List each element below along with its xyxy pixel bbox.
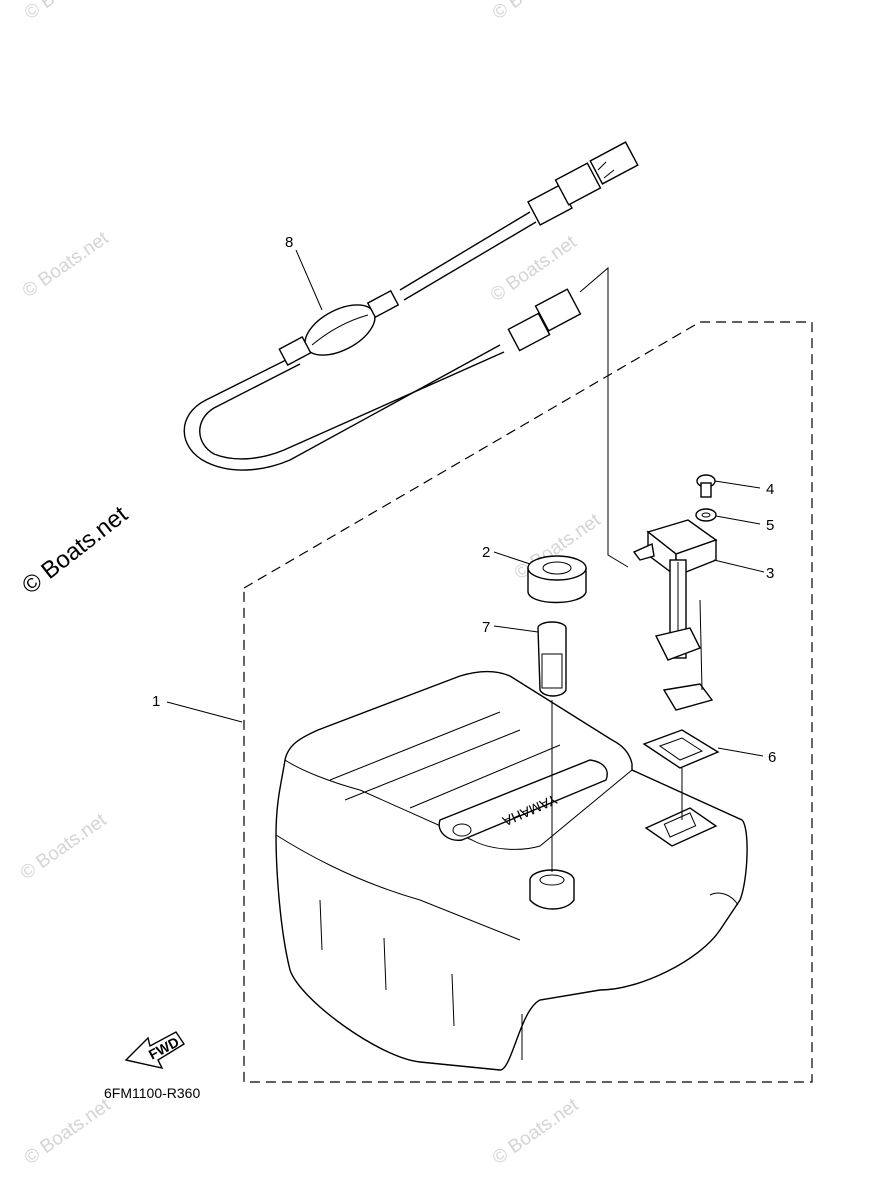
assembly-boundary — [243, 321, 813, 1083]
watermark-text: © Boats.net — [21, 0, 115, 24]
callout-6: 6 — [768, 749, 776, 766]
watermark-text: © Boats.net — [19, 227, 113, 302]
callout-1: 1 — [152, 693, 160, 710]
leader-lines — [166, 249, 765, 757]
diagram-code: 6FM1100-R360 — [104, 1085, 200, 1101]
fuel-cap — [527, 555, 587, 604]
callout-4: 4 — [766, 481, 774, 498]
watermark-text: © Boats.net — [21, 1094, 115, 1169]
fuel-gauge — [632, 519, 718, 711]
callout-7: 7 — [482, 619, 490, 636]
screw — [696, 474, 716, 498]
callout-3: 3 — [766, 565, 774, 582]
watermark-text: © Boats.net — [17, 809, 111, 884]
fuel-hose-assembly — [183, 141, 639, 568]
callout-2: 2 — [482, 544, 490, 561]
fwd-arrow-icon: FWD — [124, 1031, 185, 1070]
fuel-tank: YAMAHA — [275, 670, 748, 1071]
callout-5: 5 — [766, 517, 774, 534]
watermark-text: © Boats.net — [489, 0, 583, 24]
washer — [695, 508, 717, 522]
callout-8: 8 — [285, 234, 293, 251]
gasket — [642, 729, 720, 769]
watermark-text: © Boats.net — [489, 1094, 583, 1169]
watermark-main: © Boats.net — [17, 501, 133, 600]
strainer — [537, 621, 567, 872]
callouts: 1 2 3 4 5 6 7 8 — [152, 234, 776, 766]
